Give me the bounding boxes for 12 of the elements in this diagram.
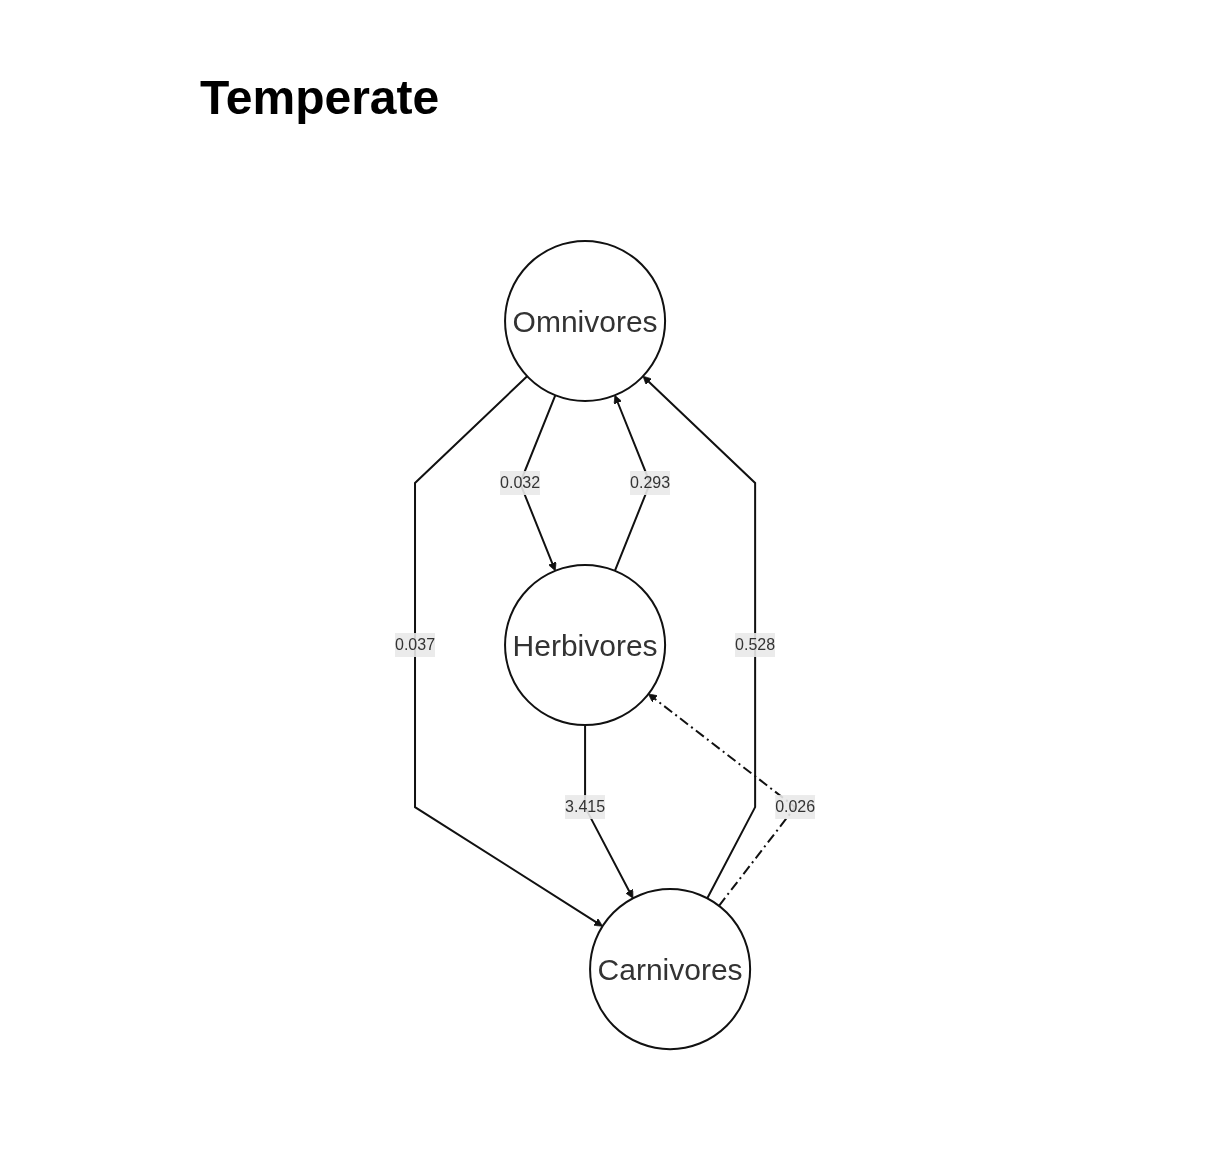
node-circle: Carnivores (589, 888, 752, 1051)
edge-label: 0.032 (499, 473, 540, 491)
edge-label: 0.037 (394, 635, 435, 653)
edge-label: 0.026 (775, 798, 816, 816)
edge-label: 0.528 (735, 635, 776, 653)
edge-label: 3.415 (564, 798, 605, 816)
arrow (642, 375, 757, 900)
arrow (413, 375, 603, 927)
node-circle: Herbivores (503, 563, 666, 726)
diagram-title: Temperate (200, 70, 440, 125)
edge-label: 0.293 (629, 473, 671, 491)
node-circle: Omnivores (503, 239, 666, 402)
